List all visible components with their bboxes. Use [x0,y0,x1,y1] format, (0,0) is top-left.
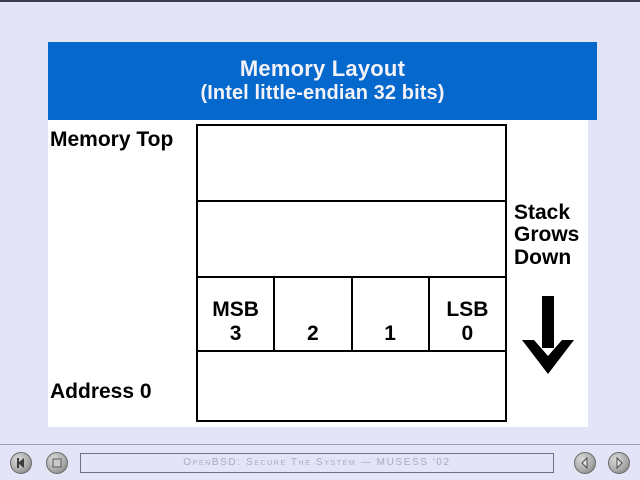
rewind-icon [17,457,24,468]
byte-cell-0: LSB 0 [430,278,505,350]
byte-cell-3-tag: MSB [212,297,259,321]
stack-note-line-2: Grows [514,223,580,247]
stop-button[interactable] [46,451,68,474]
memory-row-bytes: MSB 3 2 1 LSB 0 [198,278,505,352]
first-slide-button[interactable] [10,451,32,474]
previous-slide-button[interactable] [574,451,596,474]
byte-cell-2-number: 2 [307,321,319,345]
viewer-toolbar: OpenBSD: Secure The System — MUSESS '02 [0,444,640,480]
memory-row-low [198,352,505,420]
memory-layout-table: MSB 3 2 1 LSB 0 [196,124,507,422]
stop-square-icon [52,458,62,467]
triangle-left-icon [581,456,588,469]
triangle-right-icon [616,456,623,469]
next-slide-button[interactable] [608,451,630,474]
byte-cell-0-number: 0 [461,321,474,345]
byte-cell-3: MSB 3 [198,278,276,350]
slide-canvas: Memory Layout (Intel little-endian 32 bi… [48,42,597,427]
slide-title-line-1: Memory Layout [239,56,406,82]
byte-cell-0-tag: LSB [446,297,489,321]
byte-cell-1-tag [387,299,393,323]
slide-title-banner: Memory Layout (Intel little-endian 32 bi… [48,42,597,120]
byte-cell-1: 1 [353,278,430,350]
stack-note-line-3: Down [514,245,572,269]
memory-row-high [198,126,505,202]
byte-cell-2: 2 [275,278,353,350]
memory-row-middle [198,202,505,278]
status-bar-text: OpenBSD: Secure The System — MUSESS '02 [183,457,451,468]
status-bar-field[interactable]: OpenBSD: Secure The System — MUSESS '02 [80,452,554,473]
memory-top-label: Memory Top [50,128,174,151]
arrow-down-icon [522,296,574,374]
address-zero-label: Address 0 [50,380,152,403]
byte-cell-1-number: 1 [384,321,396,345]
stack-note-line-1: Stack [514,201,571,224]
stack-grows-down-note: Stack Grows Down [514,201,594,269]
slide-title-line-2: (Intel little-endian 32 bits) [200,82,445,105]
byte-cell-3-number: 3 [229,321,242,345]
byte-cell-2-tag [310,299,316,323]
